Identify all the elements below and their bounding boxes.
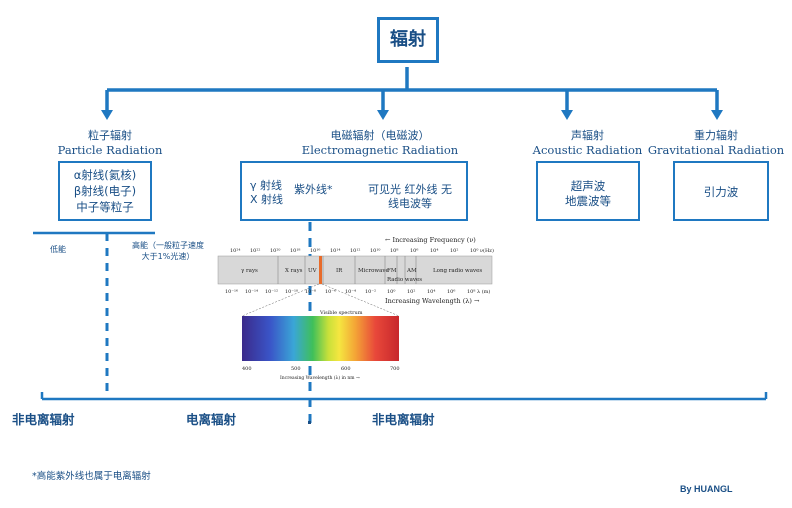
high-energy-label: 高能（一般粒子速度 大于1%光速） [118,240,218,262]
em-title-cn: 电磁辐射（电磁波） [330,129,430,142]
particle-item: β射线(电子) [73,184,137,198]
em-box: γ 射线 X 射线 紫外线* 可见光 红外线 无 线电波等 [240,161,468,221]
band-label: FM [387,268,397,274]
wl-tick: 10⁻¹² [265,289,278,295]
freq-tick: 10²² [250,248,260,254]
wl-tick: 10⁻⁴ [345,289,356,295]
low-energy-label: 低能 [50,245,66,254]
gravitational-heading: 重力辐射 Gravitational Radiation [645,127,787,157]
em-gamma: γ 射线 [250,179,283,192]
wl-tick: 10⁻⁶ [325,289,336,295]
band-label: X rays [285,268,303,274]
freq-tick: 10¹² [350,248,360,254]
particle-box: α射线(氦核) β射线(电子) 中子等粒子 [58,161,152,221]
visible-tick: 500 [291,366,301,372]
visible-axis-label: Increasing Wavelength (λ) in nm → [280,374,360,381]
wl-tick: 10⁻¹⁰ [285,289,298,295]
wl-tick: 10² [407,289,415,295]
visible-tick: 600 [341,366,351,372]
particle-heading: 粒子辐射 Particle Radiation [40,127,180,157]
visible-spectrum-title: Visible spectrum [319,310,363,316]
particle-item: 中子等粒子 [76,200,134,214]
band-label: UV [308,268,318,274]
gravitational-item: 引力波 [703,185,739,199]
freq-tick: 10²⁴ [230,248,240,254]
non-ionizing-right-label: 非电离辐射 [372,412,435,427]
visible-spectrum-band [242,316,399,361]
wl-tick: 10⁻¹⁴ [245,289,258,295]
particle-item: α射线(氦核) [73,168,137,182]
divider-dot [308,421,311,424]
band-label: γ rays [241,268,258,274]
wl-tick: 10⁻⁸ [305,289,316,295]
ionizing-label: 电离辐射 [186,412,237,427]
wl-tick: 10⁸ λ (m) [467,288,490,295]
em-radio: 线电波等 [388,197,432,210]
particle-title-cn: 粒子辐射 [88,129,132,142]
wl-tick: 10⁰ [387,289,395,295]
acoustic-heading: 声辐射 Acoustic Radiation [525,127,650,157]
freq-tick: 10² [450,248,458,254]
band-label: Microwave [358,268,389,274]
non-ionizing-left-label: 非电离辐射 [12,412,75,427]
em-xray: X 射线 [250,193,284,206]
gravitational-title-cn: 重力辐射 [694,129,738,142]
gravitational-title-en: Gravitational Radiation [647,143,785,157]
wl-tick: 10⁶ [447,289,455,295]
freq-tick: 10¹⁴ [330,248,340,254]
root-box: 辐射 [377,17,439,63]
freq-tick: 10¹⁶ [310,248,320,254]
em-visible-ir: 可见光 红外线 无 [368,183,452,196]
band-label: AM [406,268,417,274]
radio-waves-label: Radio waves [387,277,422,283]
wl-tick: 10⁴ [427,289,435,295]
wl-axis-label: Increasing Wavelength (λ) → [385,297,480,305]
em-heading: 电磁辐射（电磁波） Electromagnetic Radiation [270,127,490,157]
acoustic-item: 地震波等 [565,194,611,208]
freq-axis-label: ← Increasing Frequency (ν) [385,236,476,244]
acoustic-item: 超声波 [570,179,606,193]
high-energy-line2: 大于1%光速） [141,252,195,261]
gravitational-box: 引力波 [673,161,769,221]
freq-tick: 10⁰ ν(Hz) [470,247,494,254]
freq-tick: 10⁶ [410,248,418,254]
particle-title-en: Particle Radiation [57,143,163,157]
freq-tick: 10⁸ [390,248,398,254]
acoustic-box: 超声波 地震波等 [536,161,640,221]
freq-tick: 10¹⁰ [370,248,380,254]
high-energy-line1: 高能（一般粒子速度 [132,241,204,250]
band-label: IR [336,268,343,274]
root-label: 辐射 [390,29,426,50]
freq-tick: 10²⁰ [270,248,280,254]
freq-tick: 10⁴ [430,248,438,254]
em-uv: 紫外线* [294,183,333,196]
em-col1: γ 射线 X 射线 [250,179,283,207]
em-col3: 可见光 红外线 无 线电波等 [354,183,466,211]
visible-tick: 400 [242,366,252,372]
freq-tick: 10¹⁸ [290,248,300,254]
visible-tick: 700 [390,366,400,372]
acoustic-title-en: Acoustic Radiation [532,143,643,157]
visible-band-mark [319,256,322,284]
em-title-en: Electromagnetic Radiation [301,143,459,157]
wl-tick: 10⁻² [365,289,376,295]
band-label: Long radio waves [433,268,482,274]
acoustic-title-cn: 声辐射 [571,129,604,142]
footnote: *高能紫外线也属于电离辐射 [32,471,151,482]
em-spectrum-figure: ← Increasing Frequency (ν) 10²⁴ 10²² 10²… [217,236,494,381]
credit: By HUANGL [680,484,733,494]
wl-tick: 10⁻¹⁶ [225,289,238,295]
